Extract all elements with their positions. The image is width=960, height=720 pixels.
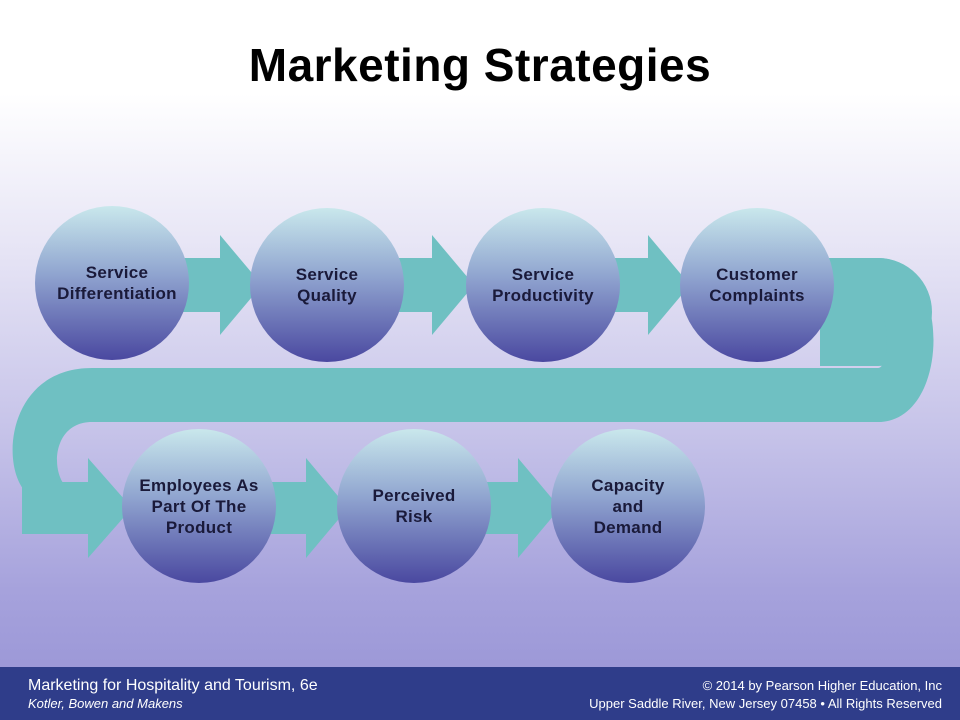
footer-bar: Marketing for Hospitality and Tourism, 6… [0, 667, 960, 720]
slide-title: Marketing Strategies [248, 39, 712, 91]
arrow-2-3 [395, 235, 474, 335]
node-circle-3 [466, 208, 620, 362]
footer-authors: Kotler, Bowen and Makens [28, 696, 183, 711]
node-circle-6 [337, 429, 491, 583]
node-circle-4 [680, 208, 834, 362]
footer-right: © 2014 by Pearson Higher Education, Inc … [589, 677, 942, 713]
footer-copyright: © 2014 by Pearson Higher Education, Inc [702, 678, 942, 693]
uturn-outer-band [12, 258, 934, 490]
arrow-1-2 [180, 235, 262, 335]
node-circle-7 [551, 429, 705, 583]
arrow-5-6 [268, 458, 348, 558]
arrow-6-7 [484, 458, 560, 558]
footer-book-title: Marketing for Hospitality and Tourism, 6… [28, 677, 318, 694]
node-circle-1 [35, 206, 189, 360]
arrow-3-4 [610, 235, 690, 335]
return-arrow [22, 458, 132, 558]
node-circle-5 [122, 429, 276, 583]
footer-left: Marketing for Hospitality and Tourism, 6… [28, 677, 318, 713]
node-circle-2 [250, 208, 404, 362]
footer-address: Upper Saddle River, New Jersey 07458 • A… [589, 696, 942, 711]
